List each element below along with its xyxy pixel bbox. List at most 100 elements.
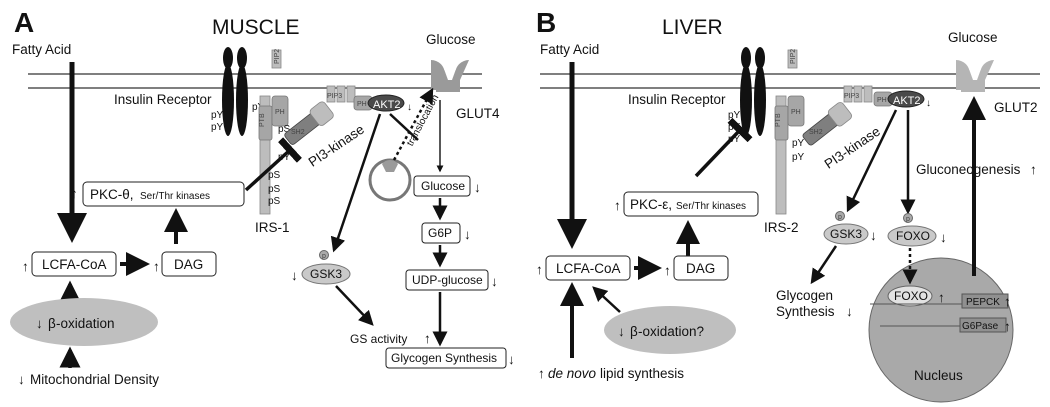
panel-a-sh2-label: SH2 bbox=[291, 129, 305, 136]
panel-a-vesicle bbox=[368, 158, 412, 202]
panel-b-py-label: pY bbox=[792, 152, 805, 163]
panel-b-g6pase-up: ↑ bbox=[1004, 319, 1011, 334]
panel-a-lcfa-box bbox=[31, 251, 117, 277]
panel-b-fatty-acid-label: Fatty Acid bbox=[540, 42, 599, 57]
panel-a-pip2-label: PIP2 bbox=[274, 49, 281, 64]
panel-a-translocation-arrow bbox=[392, 87, 434, 161]
panel-a-irs1-protein bbox=[258, 49, 289, 215]
panel-a-fatty-acid-label: Fatty Acid bbox=[12, 42, 71, 57]
panel-a-insulin-receptor-label: Insulin Receptor bbox=[114, 92, 212, 107]
panel-a-g6p-box bbox=[421, 222, 461, 244]
panel-b-betaox-label: -oxidation? bbox=[638, 324, 704, 339]
panel-b-p-label: p bbox=[838, 214, 842, 221]
panel-a-p-label: p bbox=[322, 253, 326, 260]
panel-a-betaox-down: ↓ bbox=[36, 316, 43, 331]
panel-b-gsk3-down: ↓ bbox=[870, 228, 877, 243]
panel-a: A MUSCLE Fatty Acid Glucose Insulin Rece… bbox=[10, 7, 515, 387]
panel-b-ptb-label: PTB bbox=[775, 113, 782, 127]
panel-b-pkc-label: PKC-ε, bbox=[630, 197, 672, 212]
panel-b-foxo-down: ↓ bbox=[940, 230, 947, 245]
panel-b-lcfa-box bbox=[545, 255, 631, 281]
panel-a-glucose-label: Glucose bbox=[426, 32, 476, 47]
panel-b-pkc-sub-label: Ser/Thr kinases bbox=[676, 201, 746, 212]
panel-b-dag-box bbox=[673, 255, 729, 281]
panel-a-py-label: pY bbox=[252, 102, 265, 113]
panel-a-vesicle-glut4 bbox=[382, 160, 398, 172]
panel-a-py-label: pY bbox=[211, 110, 224, 121]
panel-a-py-label: pY bbox=[211, 122, 224, 133]
panel-a-akt-ph-label: PH bbox=[357, 101, 367, 108]
panel-b-pip2-label: PIP2 bbox=[790, 49, 797, 64]
panel-a-organ-title: MUSCLE bbox=[212, 16, 300, 39]
panel-a-pkc-sub-label: Ser/Thr kinases bbox=[140, 191, 210, 202]
panel-a-gsk3-label: GSK3 bbox=[310, 267, 342, 281]
panel-b-denovo-up: ↑ bbox=[538, 366, 545, 381]
panel-a-mito-label: Mitochondrial Density bbox=[30, 372, 159, 387]
panel-a-glycogen-label: Glycogen Synthesis bbox=[391, 351, 497, 365]
panel-a-ps-label: pS bbox=[268, 184, 281, 195]
panel-b-ph-label: PH bbox=[791, 109, 801, 116]
panel-b-foxo-ellipse bbox=[887, 225, 937, 247]
panel-b-lcfa-up: ↑ bbox=[536, 262, 543, 277]
panel-b-gsk3-ellipse bbox=[823, 223, 869, 245]
panel-a-akt2 bbox=[353, 94, 405, 112]
panel-a-ptb-label: PTB bbox=[259, 113, 266, 127]
panel-b-irs-label: IRS-2 bbox=[764, 220, 799, 235]
panel-b-dag-up: ↑ bbox=[664, 263, 671, 278]
panel-b-pip3-label: PIP3 bbox=[844, 93, 859, 100]
panel-a-glucose-box bbox=[413, 175, 471, 197]
panel-a-pkc-inhibition bbox=[244, 137, 303, 192]
panel-a-udp-label: UDP-glucose bbox=[412, 273, 483, 287]
panel-b-py-label: pY bbox=[728, 110, 741, 121]
panel-a-letter: A bbox=[14, 7, 34, 38]
panel-a-gsk3-down: ↓ bbox=[291, 268, 298, 283]
panel-b: B LIVER Fatty Acid Glucose Insulin Recep… bbox=[536, 7, 1040, 403]
panel-a-betaox-ellipse bbox=[10, 298, 158, 346]
panel-b-organ-title: LIVER bbox=[662, 16, 723, 39]
panel-b-pkc-up: ↑ bbox=[614, 198, 621, 213]
panel-b-akt2 bbox=[873, 90, 925, 108]
panel-b-pkc-inhibition bbox=[694, 117, 753, 178]
panel-a-glycogen-box bbox=[385, 347, 507, 369]
panel-b-gsk3-label: GSK3 bbox=[830, 227, 862, 241]
panel-a-insulin-receptor bbox=[222, 47, 248, 136]
panel-b-pi3k-label: PI3-kinase bbox=[822, 124, 883, 172]
panel-b-g6pase-gene bbox=[959, 317, 1007, 333]
panel-b-insulin-receptor bbox=[740, 47, 766, 136]
panel-a-glycogen-down: ↓ bbox=[508, 352, 515, 367]
panel-a-mito-down: ↓ bbox=[18, 372, 25, 387]
panel-a-gsk3-phospho bbox=[319, 250, 329, 260]
panel-b-pkc-box bbox=[623, 191, 759, 217]
panel-b-nuclear-foxo bbox=[887, 285, 933, 307]
panel-b-pepck-label: PEPCK bbox=[966, 297, 1000, 308]
panel-b-betaox-ellipse bbox=[604, 306, 736, 354]
panel-b-p-label: p bbox=[906, 216, 910, 223]
panel-b-pepck-up: ↑ bbox=[1004, 294, 1011, 309]
panel-a-irs-label: IRS-1 bbox=[255, 220, 290, 235]
panel-a-glut-label: GLUT4 bbox=[456, 106, 500, 121]
panel-b-letter: B bbox=[536, 7, 556, 38]
panel-b-akt2-down: ↓ bbox=[926, 98, 931, 109]
panel-a-gs-activity-label: GS activity bbox=[350, 332, 407, 346]
panel-b-g6pase-label: G6Pase bbox=[962, 321, 999, 332]
panel-a-pi3-kinase bbox=[284, 101, 334, 145]
panel-b-gsk3-phospho bbox=[835, 211, 845, 221]
panel-a-pip3-label: PIP3 bbox=[327, 93, 342, 100]
panel-b-akt-gsk3-arrow bbox=[846, 109, 898, 213]
panel-a-ps-label: pS bbox=[268, 170, 281, 181]
panel-a-akt2-down: ↓ bbox=[407, 102, 412, 113]
panel-a-udp-box bbox=[405, 269, 489, 291]
panel-a-pip3-boxes bbox=[326, 85, 356, 103]
panel-a-lcfa-up: ↑ bbox=[22, 259, 29, 274]
panel-b-sh2-label: SH2 bbox=[809, 129, 823, 136]
panel-b-denovo-label: lipid synthesis bbox=[600, 366, 684, 381]
panel-b-lcfa-label: LCFA-CoA bbox=[556, 261, 621, 276]
panel-b-synthesis-label: Synthesis bbox=[776, 304, 835, 319]
panel-b-gluconeo-up: ↑ bbox=[1030, 162, 1037, 177]
panel-b-gluconeo-label: Gluconeogenesis bbox=[916, 162, 1021, 177]
panel-b-irs2-protein bbox=[774, 49, 805, 215]
panel-b-akt2-label: AKT2 bbox=[893, 95, 921, 107]
panel-b-glucose-label: Glucose bbox=[948, 30, 998, 45]
panel-a-glucose-down: ↓ bbox=[474, 180, 481, 195]
panel-a-gs-up: ↑ bbox=[424, 331, 431, 346]
